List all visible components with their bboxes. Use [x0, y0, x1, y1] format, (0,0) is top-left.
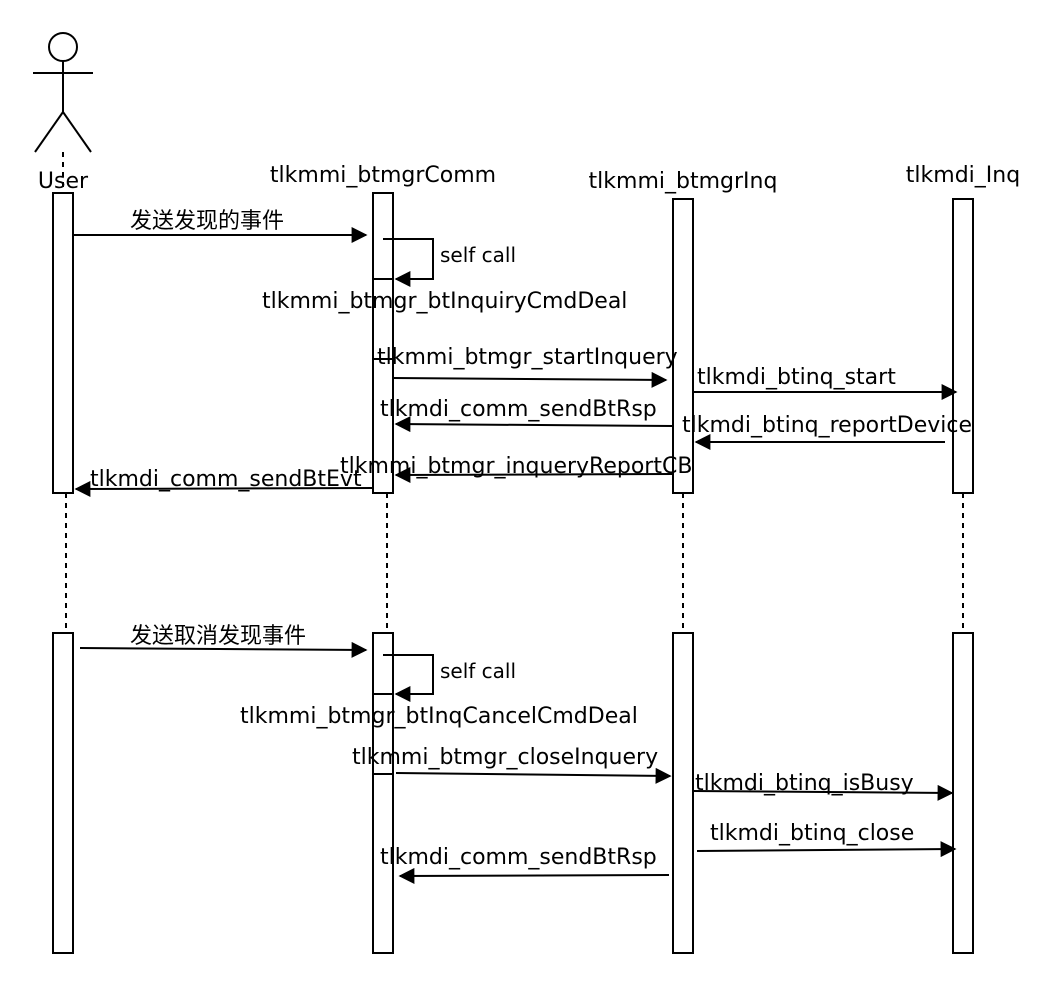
- msg-report-device-label: tlkmdi_btinq_reportDevice: [682, 413, 972, 438]
- msg-inq-cancel-cmd-deal-label: tlkmmi_btmgr_btInqCancelCmdDeal: [240, 704, 638, 729]
- self-call-1-arrow: [383, 238, 434, 287]
- msg-start-inquery-label: tlkmmi_btmgr_startInquery: [377, 345, 678, 370]
- msg-send-discovery-label: 发送发现的事件: [130, 209, 284, 234]
- msg-send-bt-rsp-2-arrow: [398, 867, 670, 884]
- activation-btmgrinq-2: [672, 632, 694, 954]
- activation-user-2: [52, 632, 74, 954]
- activation-btmgrinq-1: [672, 198, 694, 494]
- lifeline-title-btmgrcomm: tlkmmi_btmgrComm: [270, 163, 496, 188]
- msg-close-inquery-label: tlkmmi_btmgr_closeInquery: [352, 745, 658, 770]
- msg-send-cancel-arrow: [79, 641, 368, 658]
- self-call-1-label: self call: [440, 243, 516, 267]
- msg-btinq-close-label: tlkmdi_btinq_close: [710, 821, 914, 846]
- activation-inq-1: [952, 198, 974, 494]
- lifeline-title-inq: tlkmdi_Inq: [906, 163, 1020, 188]
- activation-inq-2: [952, 632, 974, 954]
- msg-send-cancel-label: 发送取消发现事件: [130, 624, 306, 649]
- self-call-2-arrow: [383, 654, 434, 702]
- msg-send-bt-rsp-1-arrow: [394, 416, 674, 433]
- msg-is-busy-label: tlkmdi_btinq_isBusy: [695, 771, 914, 796]
- msg-btinq-close-arrow: [696, 841, 957, 858]
- msg-close-inquery-arrow: [395, 767, 672, 784]
- msg-is-busy-arrow: [692, 784, 954, 801]
- msg-btinq-start-label: tlkmdi_btinq_start: [697, 365, 896, 390]
- msg-send-bt-evt-label: tlkmdi_comm_sendBtEvt: [90, 467, 362, 492]
- msg-inquiry-cmd-deal-label: tlkmmi_btmgr_btInquiryCmdDeal: [262, 289, 627, 314]
- activation-user-1: [52, 192, 74, 494]
- msg-send-bt-evt-arrow: [74, 480, 374, 497]
- msg-start-inquery-arrow: [392, 371, 668, 388]
- activation-btmgrcomm-2: [372, 632, 394, 954]
- lifeline-title-btmgrinq: tlkmmi_btmgrInq: [589, 169, 778, 194]
- msg-send-bt-rsp-1-label: tlkmdi_comm_sendBtRsp: [380, 397, 657, 422]
- msg-send-bt-rsp-2-label: tlkmdi_comm_sendBtRsp: [380, 845, 657, 870]
- msg-report-cb-label: tlkmmi_btmgr_inqueryReportCB: [340, 454, 692, 479]
- activation-btmgrcomm-1: [372, 192, 394, 494]
- self-call-2-label: self call: [440, 659, 516, 683]
- msg-report-cb-arrow: [394, 466, 674, 483]
- user-actor-icon: [33, 32, 93, 153]
